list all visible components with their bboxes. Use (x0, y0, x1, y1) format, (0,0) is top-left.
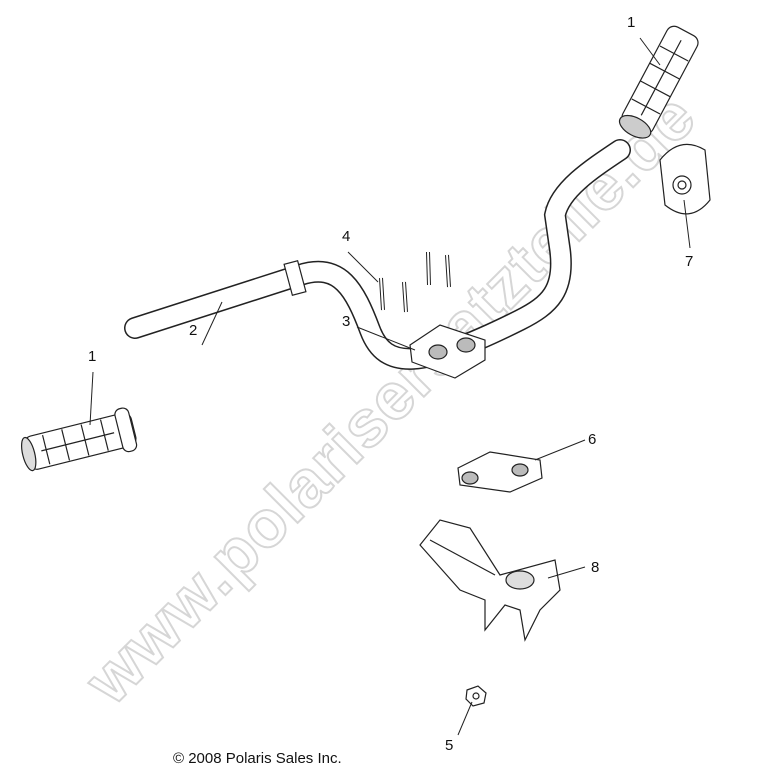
callout-7: 7 (685, 253, 694, 270)
bracket (419, 519, 561, 642)
grip-right (618, 25, 699, 139)
lower-clamp (457, 451, 543, 493)
copyright-notice: © 2008 Polaris Sales Inc. (173, 750, 342, 767)
callout-5: 5 (445, 737, 454, 754)
callout-1-left-grip: 1 (88, 348, 97, 365)
callout-4: 4 (342, 228, 351, 245)
bolts (379, 251, 451, 313)
leader-lines (89, 37, 691, 736)
callout-1-right-grip: 1 (627, 14, 636, 31)
upper-clamp (409, 324, 486, 379)
callout-8: 8 (591, 559, 600, 576)
grip-left (20, 407, 138, 472)
nut (465, 685, 487, 707)
callout-6: 6 (588, 431, 597, 448)
pad (659, 143, 711, 215)
callout-2: 2 (189, 322, 198, 339)
handlebar (124, 139, 631, 370)
callout-3: 3 (342, 313, 351, 330)
